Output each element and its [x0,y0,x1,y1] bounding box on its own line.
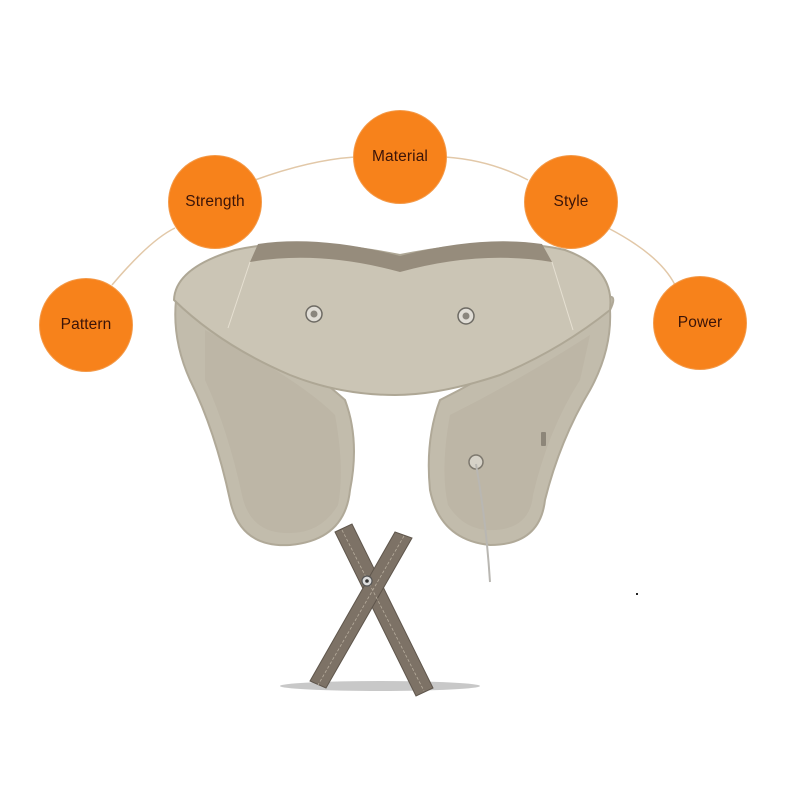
zipper-pull [541,432,546,446]
feature-label: Strength [185,193,245,210]
feature-label: Power [677,314,723,331]
massage-node-left [305,305,323,323]
feature-circle-strength: Strength [168,155,262,249]
feature-circle-material: Material [353,110,447,204]
power-cord [468,454,491,583]
feature-label: Material [372,148,428,165]
stray-dot [636,593,638,595]
massage-node-right [457,307,475,325]
feature-circle-style: Style [524,155,618,249]
feature-label: Pattern [60,316,112,333]
connecting-arc [111,156,676,286]
cross-straps [309,523,434,697]
floor-shadow [280,681,480,691]
feature-circle-pattern: Pattern [39,278,133,372]
feature-label: Style [553,193,589,210]
feature-circle-power: Power [653,276,747,370]
